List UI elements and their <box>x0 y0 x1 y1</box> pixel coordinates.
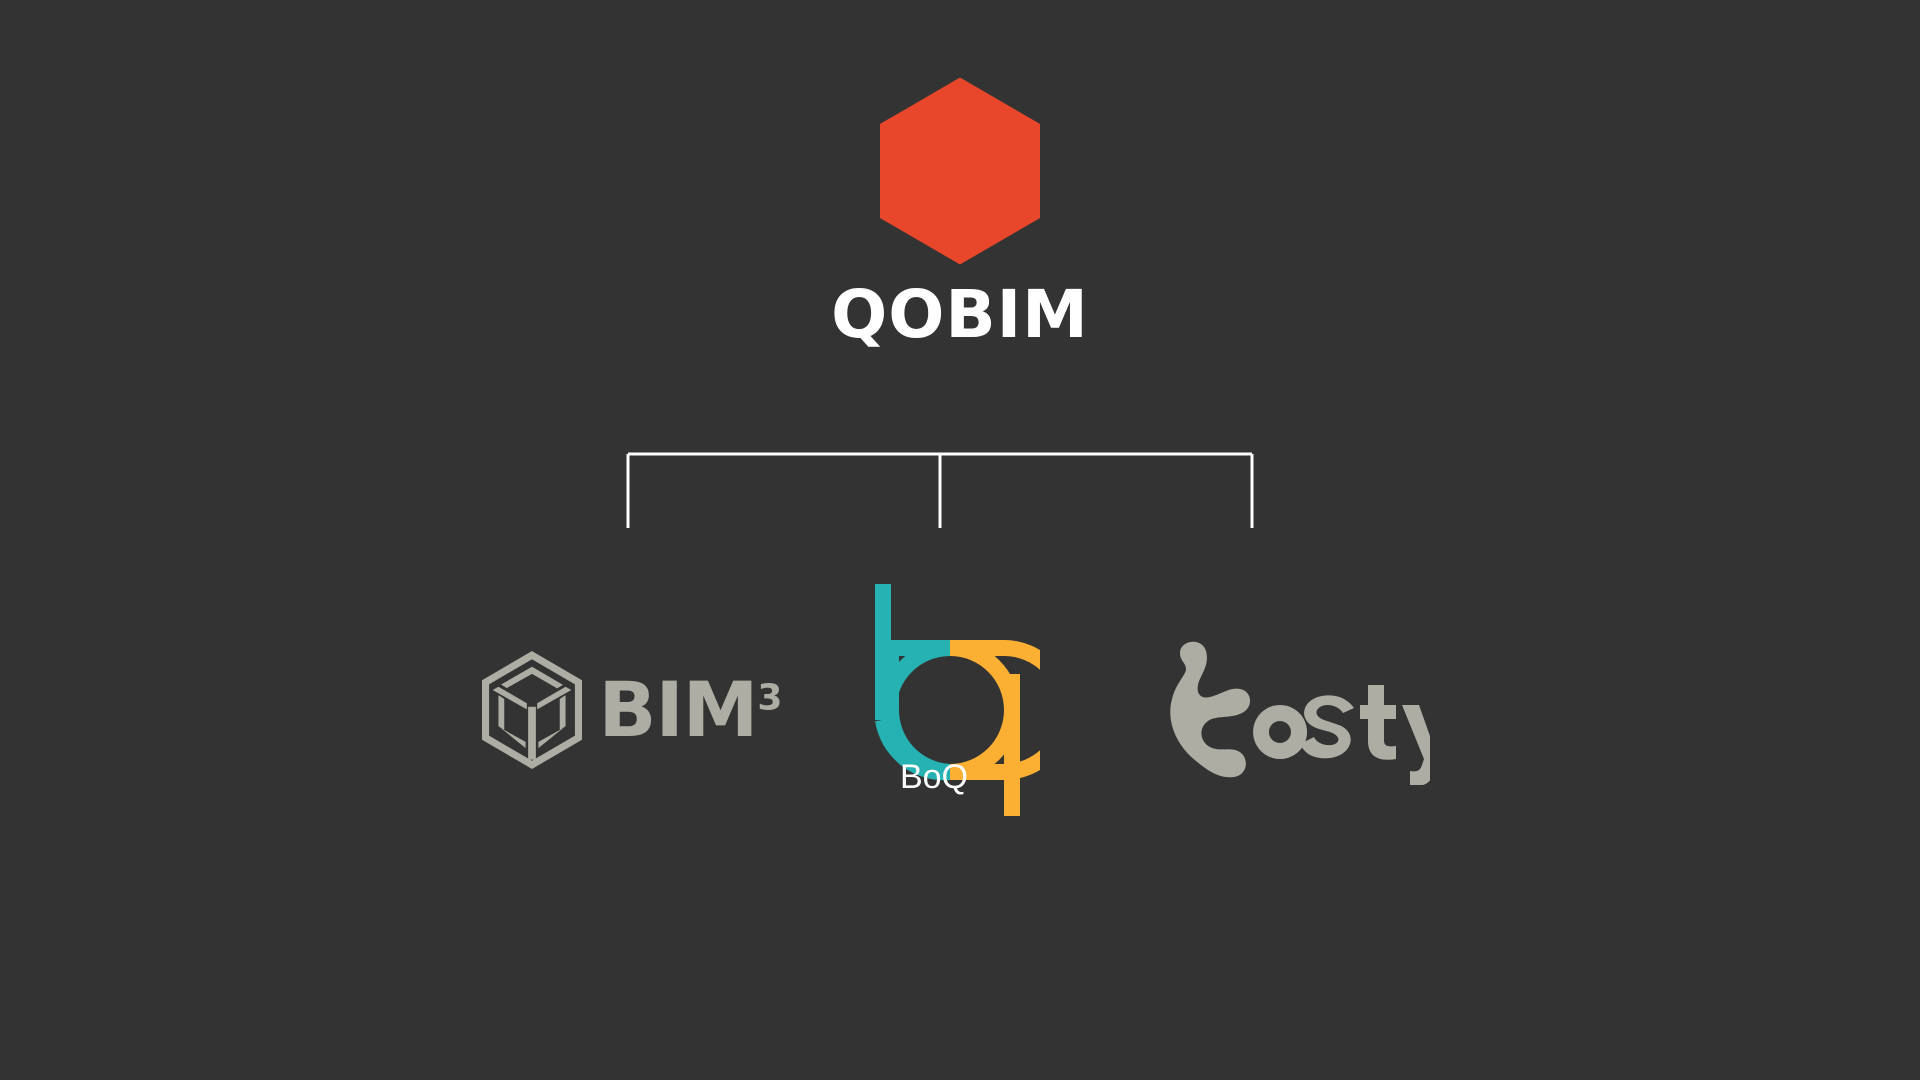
parent-brand-qobim[interactable]: QOBIM <box>760 78 1160 368</box>
child-brand-costy[interactable] <box>1120 590 1440 830</box>
bim3-lockup: BIM3 <box>479 650 782 770</box>
boq-monogram-icon <box>875 584 1040 816</box>
parent-wordmark: QOBIM <box>831 276 1089 353</box>
tree-connector <box>626 452 1254 528</box>
bim3-word-base: BIM <box>598 665 759 754</box>
bim3-wordmark: BIM3 <box>599 672 783 748</box>
isometric-cube-icon <box>481 651 582 769</box>
child-brand-boq[interactable]: BoQ <box>800 584 1100 830</box>
isometric-cube-icon <box>880 78 1040 264</box>
child-brand-bim3[interactable]: BIM3 <box>479 590 782 830</box>
bim3-superscript: 3 <box>757 677 782 719</box>
boq-lockup: BoQ <box>860 584 1040 830</box>
costy-blob-c-icon <box>1170 641 1430 785</box>
costy-lockup <box>1130 635 1430 785</box>
boq-caption: BoQ <box>899 758 969 796</box>
children-brands-row: BIM3 <box>440 584 1480 830</box>
